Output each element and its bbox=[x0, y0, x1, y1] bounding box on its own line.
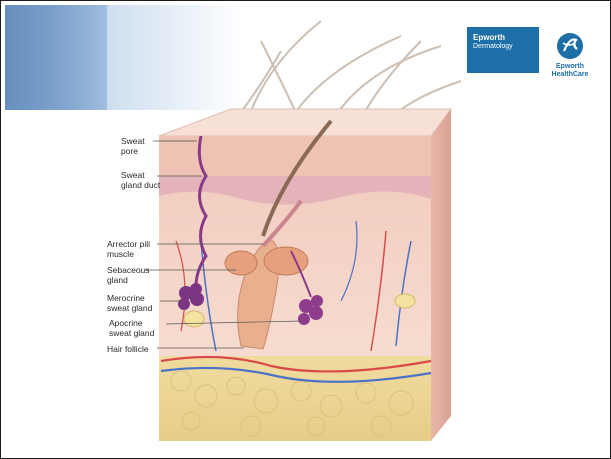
dept-name: Epworth bbox=[473, 33, 505, 42]
dermatology-badge: Epworth Dermatology bbox=[467, 27, 539, 73]
label-sweat-pore: Sweat pore bbox=[121, 136, 191, 156]
epidermis-top-surface bbox=[159, 109, 451, 136]
epworth-logo: Epworth Dermatology Epworth HealthCare bbox=[467, 21, 601, 95]
label-sebaceous-gland: Sebaceous gland bbox=[107, 265, 177, 285]
label-hair-follicle: Hair follicle bbox=[107, 344, 177, 354]
healthcare-brand: Epworth HealthCare bbox=[541, 27, 599, 87]
dept-sub: Dermatology bbox=[473, 43, 513, 50]
epworth-emblem-icon bbox=[555, 31, 585, 61]
label-sweat-gland-duct: Sweat gland duct bbox=[121, 170, 191, 190]
label-merocrine: Merocrine sweat gland bbox=[107, 293, 177, 313]
brand-line2: HealthCare bbox=[541, 71, 599, 78]
label-apocrine: Apocrine sweat gland bbox=[109, 318, 179, 338]
skin-block-side-face bbox=[431, 109, 451, 441]
label-arrector-pili: Arrector pili muscle bbox=[107, 239, 177, 259]
sebaceous-gland-shape bbox=[264, 247, 308, 275]
brand-line1: Epworth bbox=[541, 63, 599, 70]
